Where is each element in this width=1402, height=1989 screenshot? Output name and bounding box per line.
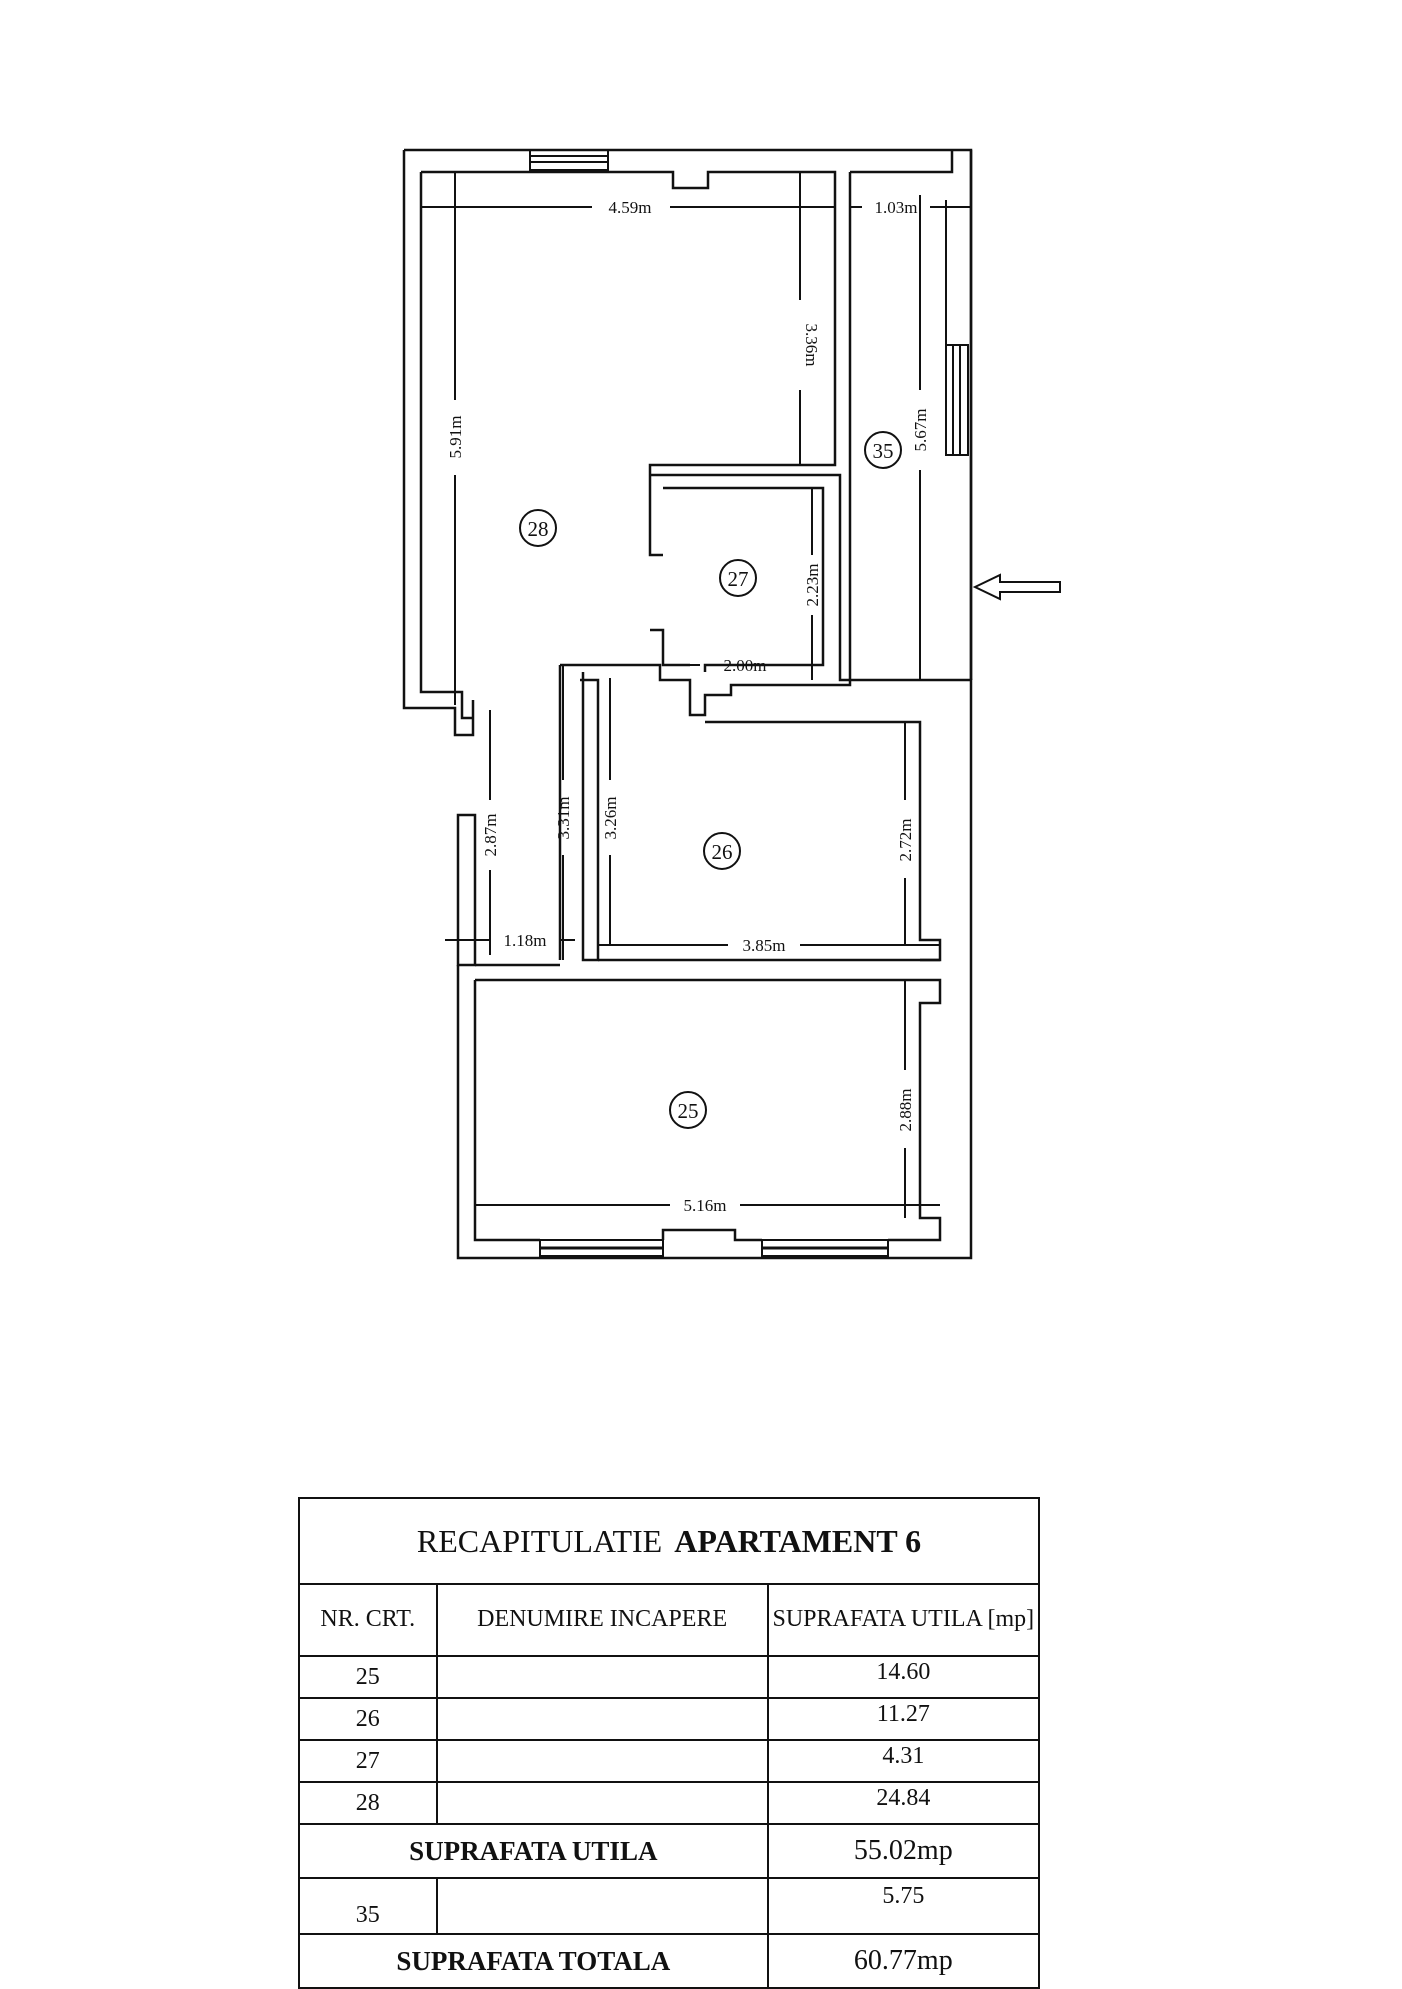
- table-row: 25 14.60: [298, 1655, 1041, 1699]
- room-circle-25: [669, 1091, 707, 1129]
- dim-1-03: 1.03m: [875, 198, 918, 217]
- room-label-25: 25: [678, 1099, 699, 1123]
- wall-room-28-inner: [419, 172, 472, 720]
- row-nr: 25: [298, 1655, 438, 1699]
- row-name: [435, 1655, 769, 1699]
- dim-2-72: 2.72m: [896, 819, 915, 862]
- room-label-26: 26: [712, 840, 733, 864]
- room-label-35: 35: [873, 439, 894, 463]
- wall-top-outer: [404, 148, 973, 680]
- room-circle-27: [719, 559, 757, 597]
- row-nr: 28: [298, 1781, 438, 1825]
- dim-3-26: 3.26m: [601, 797, 620, 840]
- row-area: 11.27: [766, 1697, 1041, 1741]
- dim-3-36: 3.36m: [802, 324, 821, 367]
- row-nr: 27: [298, 1739, 438, 1783]
- room-circle-28: [519, 509, 557, 547]
- room-circle-26: [703, 832, 741, 870]
- window-right: [945, 344, 969, 456]
- wall-room-27-left-stub: [650, 628, 690, 667]
- table-row: 27 4.31: [298, 1739, 1041, 1783]
- dim-2-88: 2.88m: [896, 1089, 915, 1132]
- wall-room-25-outer: [456, 965, 973, 1260]
- summary-table: RECAPITULATIE APARTAMENT 6 NR. CRT. DENUM…: [298, 1497, 1041, 1989]
- dim-3-31: 3.31m: [554, 797, 573, 840]
- room-label-28: 28: [528, 517, 549, 541]
- row-area: 4.31: [766, 1739, 1041, 1783]
- dim-4-59: 4.59m: [609, 198, 652, 217]
- dim-2-23: 2.23m: [803, 564, 822, 607]
- dim-2-87: 2.87m: [481, 814, 500, 857]
- wall-corridor-top: [850, 150, 954, 174]
- wall-room-25-inner: [475, 978, 942, 1242]
- row-area: 5.75: [766, 1877, 1041, 1935]
- row-nr: 35: [298, 1877, 438, 1935]
- header-nr: NR. CRT.: [298, 1583, 438, 1657]
- row-name: [435, 1781, 769, 1825]
- wall-room-25-bottom-mid: [661, 1228, 762, 1242]
- row-area: 14.60: [766, 1655, 1041, 1699]
- wall-room-27: [650, 473, 850, 682]
- dim-5-91: 5.91m: [446, 416, 465, 459]
- dim-2-00: 2.00m: [724, 656, 767, 675]
- dim-3-85: 3.85m: [743, 936, 786, 955]
- wall-room-25-inner-left: [473, 980, 540, 1242]
- wall-room-28-top-inner: [421, 170, 837, 557]
- row-name: [435, 1877, 769, 1935]
- entrance-arrow-icon: [972, 573, 1061, 601]
- wall-room-28-outer: [402, 150, 475, 737]
- row-area: 24.84: [766, 1781, 1041, 1825]
- summary-title: RECAPITULATIE APARTAMENT 6: [298, 1497, 1040, 1585]
- window-top: [529, 149, 609, 171]
- dim-5-67: 5.67m: [911, 409, 930, 452]
- header-name: DENUMIRE INCAPERE: [435, 1583, 769, 1657]
- dim-5-16: 5.16m: [684, 1196, 727, 1215]
- wall-room-26-outer: [560, 663, 973, 975]
- room-label-27: 27: [728, 567, 749, 591]
- wall-stub-left: [456, 813, 477, 967]
- row-name: [435, 1739, 769, 1783]
- row-name: [435, 1697, 769, 1741]
- usable-area-value: 55.02mp: [766, 1823, 1041, 1879]
- table-row: 26 11.27: [298, 1697, 1041, 1741]
- dim-1-18: 1.18m: [504, 931, 547, 950]
- summary-title-apartment: APARTAMENT 6: [674, 1522, 922, 1559]
- usable-area-label: SUPRAFATA UTILA: [298, 1823, 769, 1879]
- room-circle-35: [864, 431, 902, 469]
- header-area: SUPRAFATA UTILA [mp]: [766, 1583, 1041, 1657]
- table-row: 35 5.75: [298, 1877, 1041, 1935]
- wall-room-26-inner: [580, 672, 600, 962]
- summary-title-prefix: RECAPITULATIE: [416, 1522, 663, 1559]
- table-row: 28 24.84: [298, 1781, 1041, 1825]
- floor-plan: 28 27 35 26 25 4.59m 1.03m 2.00m 1.18m 3…: [402, 148, 1061, 1260]
- row-nr: 26: [298, 1697, 438, 1741]
